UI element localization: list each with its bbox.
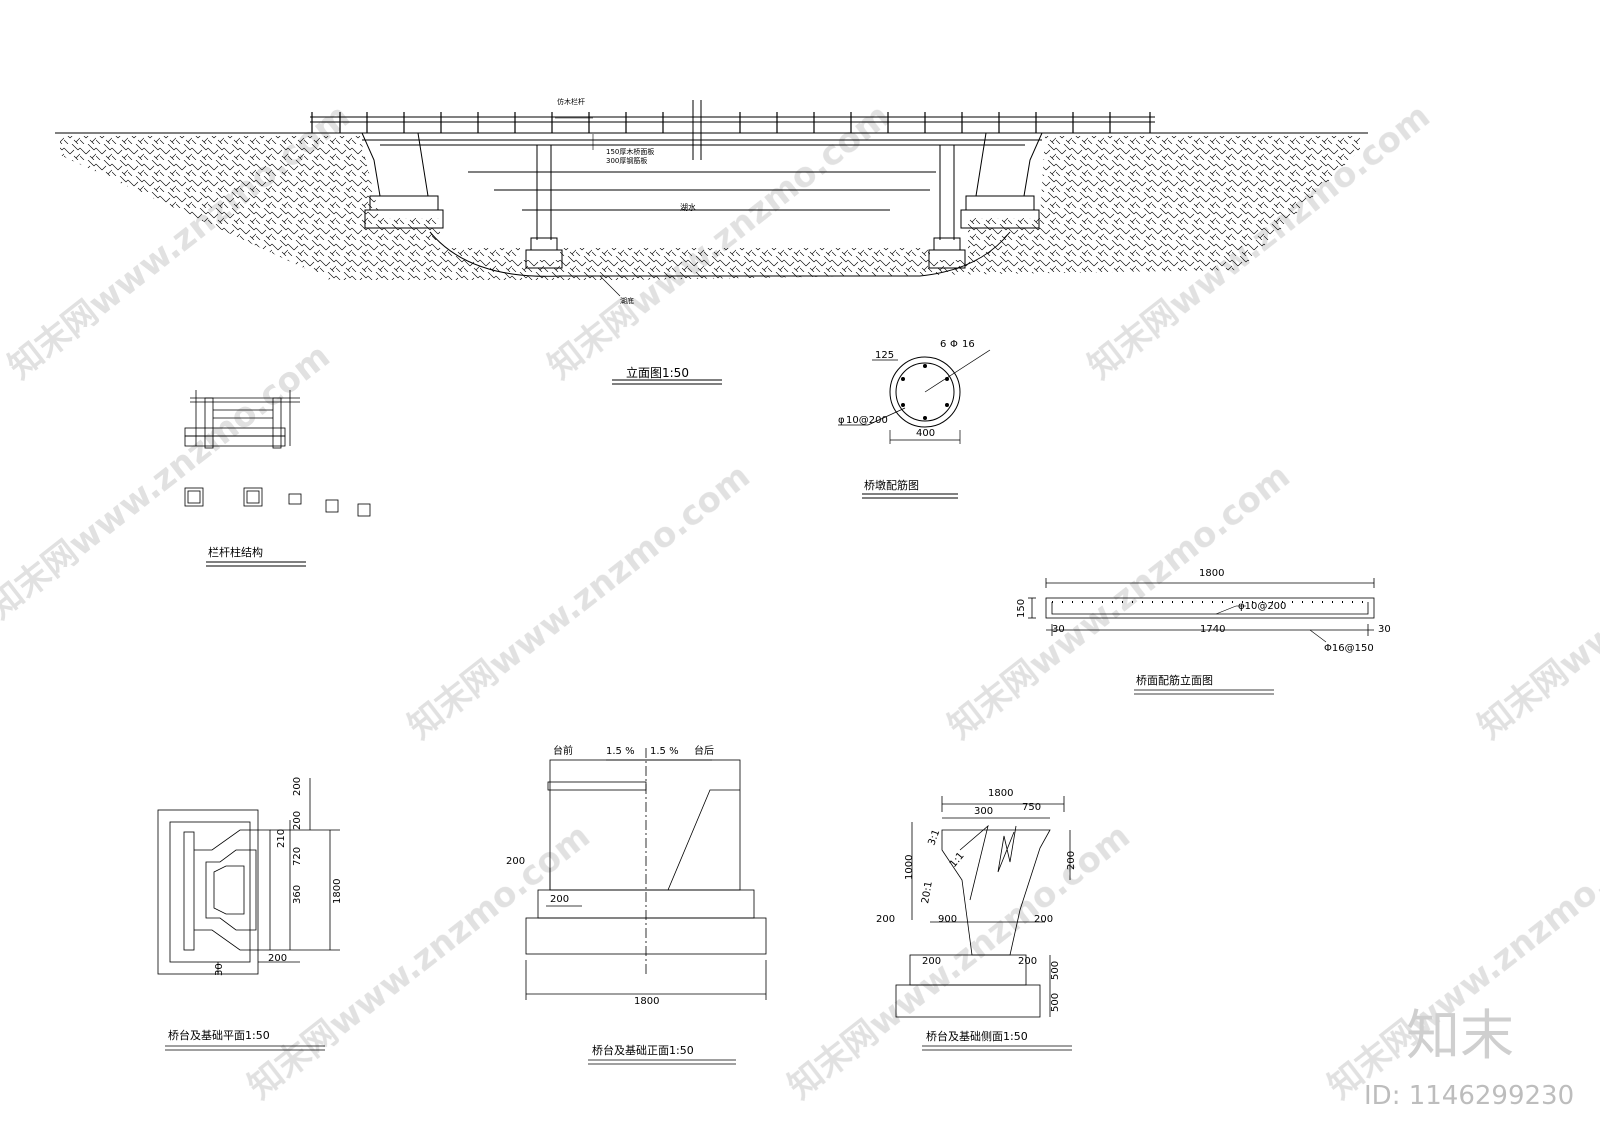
side-h: 1000 (904, 855, 915, 880)
pier-stirrup: 10@200 (846, 415, 888, 426)
side-mid: 900 (938, 914, 957, 925)
deck-end-left: 30 (1052, 624, 1065, 635)
deck-height: 150 (1016, 599, 1027, 618)
plan-d6: 30 (214, 963, 225, 976)
plan-d1: 200 (292, 777, 303, 796)
label-railing: 仿木栏杆 (557, 97, 585, 106)
railing-title: 栏杆柱结构 (208, 545, 263, 559)
plan-d5: 360 (292, 885, 303, 904)
abut-plan-title: 桥台及基础平面1:50 (168, 1028, 270, 1042)
front-d2: 200 (550, 894, 569, 905)
side-r1: 3:1 (926, 828, 942, 847)
watermark-7: 知末网www.znzmo.com (1471, 456, 1600, 747)
label-deck-a: 150厚木桥面板 (606, 147, 654, 156)
side-l200: 200 (876, 914, 895, 925)
deck-rebar-drawing (1028, 578, 1375, 695)
image-id: ID: 1146299230 (1364, 1081, 1574, 1111)
deck-length: 1800 (1199, 568, 1224, 579)
side-f1: 200 (922, 956, 941, 967)
watermark-layer: 知末网www.znzmo.com 知末网www.znzmo.com 知末网www… (0, 96, 1600, 1107)
side-right: 200 (1066, 851, 1077, 870)
side-f4: 500 (1050, 993, 1061, 1012)
side-top: 1800 (988, 788, 1013, 799)
deck-rebar-title: 桥面配筋立面图 (1136, 673, 1213, 687)
front-d1: 200 (506, 856, 525, 867)
deck-end-right: 30 (1378, 624, 1391, 635)
side-r200: 200 (1034, 914, 1053, 925)
deck-bar-bottom: Φ16@150 (1324, 643, 1374, 654)
pier-main-bars: 6 (940, 339, 946, 350)
plan-d4: 720 (292, 847, 303, 866)
deck-bar-top: φ10@200 (1238, 601, 1286, 612)
pier-rebar-drawing (838, 349, 991, 499)
pier-phi-symbol: Φ (950, 339, 958, 350)
pier-stirrup-phi: φ (838, 415, 845, 426)
label-deck-b: 300厚钢筋板 (606, 156, 647, 165)
pier-diameter: 400 (916, 428, 935, 439)
plan-d7: 200 (268, 953, 287, 964)
abut-side-title: 桥台及基础侧面1:50 (926, 1029, 1028, 1043)
watermark-5: 知末网www.znzmo.com (401, 456, 758, 747)
elevation-title: 立面图1:50 (626, 365, 689, 380)
railing-structure-drawing (184, 390, 371, 567)
abutment-plan-drawing (157, 778, 340, 1051)
label-water: 湖水 (680, 202, 696, 212)
deck-inner: 1740 (1200, 624, 1225, 635)
abutment-side-drawing (895, 796, 1072, 1051)
front-slope-1: 1.5 % (606, 746, 635, 757)
label-bottom: 湖底 (620, 296, 634, 305)
front-label-front: 台前 (553, 744, 573, 757)
plan-d2: 200 (292, 811, 303, 830)
watermark-4: 知末网www.znzmo.com (0, 336, 338, 627)
side-a: 300 (974, 806, 993, 817)
plan-total: 1800 (332, 879, 343, 904)
side-b: 750 (1022, 802, 1041, 813)
brand-logo: 知末 (1406, 1004, 1514, 1067)
pier-cover: 125 (875, 350, 894, 361)
side-r3: 1:1 (948, 851, 967, 870)
pier-phi16: 16 (962, 339, 975, 350)
pier-rebar-title: 桥墩配筋图 (864, 478, 919, 492)
front-label-back: 台后 (694, 744, 714, 757)
front-slope-2: 1.5 % (650, 746, 679, 757)
side-f2: 200 (1018, 956, 1037, 967)
abutment-front-drawing (525, 748, 767, 1065)
front-width: 1800 (634, 996, 659, 1007)
plan-d3: 210 (276, 829, 287, 848)
bridge-elevation (55, 100, 1368, 385)
side-r2: 20:1 (920, 880, 935, 904)
abut-front-title: 桥台及基础正面1:50 (592, 1043, 694, 1057)
side-f3: 500 (1050, 961, 1061, 980)
